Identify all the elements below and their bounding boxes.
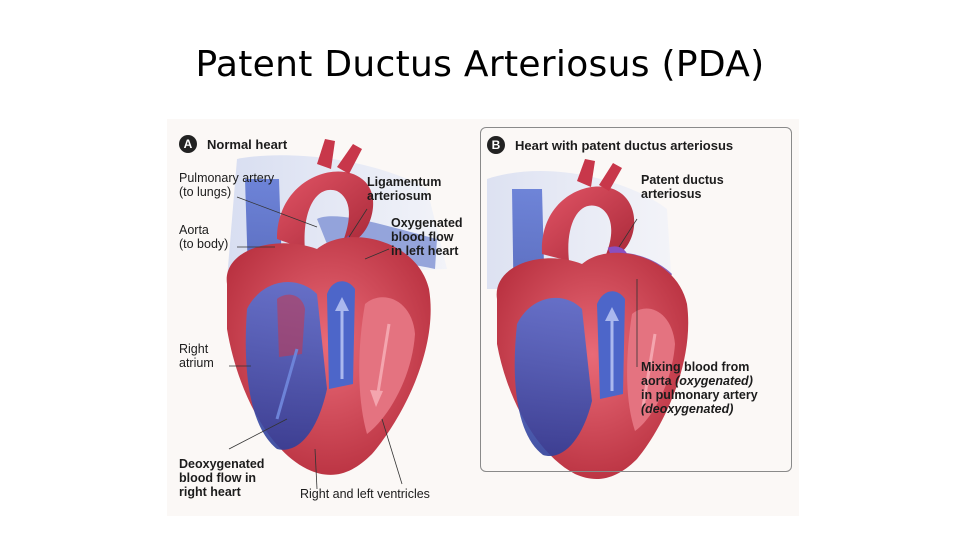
label-deoxygenated-2: blood flow in: [179, 471, 257, 485]
label-ventricles: Right and left ventricles: [300, 487, 430, 501]
label-oxygenated-3: in left heart: [391, 244, 459, 258]
label-right-atrium-sub: atrium: [179, 356, 214, 370]
label-ligamentum: Ligamentum: [367, 175, 442, 189]
label-mixing-blood: Mixing blood from: [641, 360, 750, 374]
heart-diagram-artwork: [226, 139, 689, 490]
panel-b-frame: [480, 127, 792, 472]
label-patent-ductus: Patent ductus: [641, 173, 724, 187]
leader-lines: [228, 196, 638, 490]
label-mixing-aorta-word: aorta: [641, 374, 672, 388]
pda-heart-drawing: [487, 159, 689, 479]
label-mixing-pulmonary: in pulmonary artery: [641, 388, 758, 402]
slide-title: Patent Ductus Arteriosus (PDA): [195, 44, 765, 85]
label-oxygenated: Oxygenated: [391, 216, 463, 230]
label-patent-ductus-sub: arteriosus: [641, 187, 702, 201]
panel-b-heading: Heart with patent ductus arteriosus: [515, 138, 734, 153]
pda-illustration: A Normal heart Pulmonary artery (to lung…: [167, 119, 799, 516]
label-mixing-deoxygenated: (deoxygenated): [641, 402, 734, 416]
label-aorta: Aorta: [179, 223, 209, 237]
label-right-atrium: Right: [179, 342, 209, 356]
label-mixing-aorta: aorta (oxygenated): [641, 374, 753, 388]
label-pulmonary-artery: Pulmonary artery: [179, 171, 275, 185]
panel-a-heading: Normal heart: [207, 137, 288, 152]
label-pulmonary-artery-sub: (to lungs): [179, 185, 232, 199]
label-mixing-oxygenated: (oxygenated): [675, 374, 753, 388]
label-ligamentum-sub: arteriosum: [367, 189, 432, 203]
label-deoxygenated: Deoxygenated: [179, 457, 265, 471]
label-aorta-sub: (to body): [179, 237, 229, 251]
panel-b-badge: B: [487, 136, 505, 154]
normal-heart-drawing: [226, 139, 447, 475]
label-oxygenated-2: blood flow: [391, 230, 454, 244]
label-deoxygenated-3: right heart: [179, 485, 241, 499]
panel-a-badge: A: [179, 135, 197, 153]
